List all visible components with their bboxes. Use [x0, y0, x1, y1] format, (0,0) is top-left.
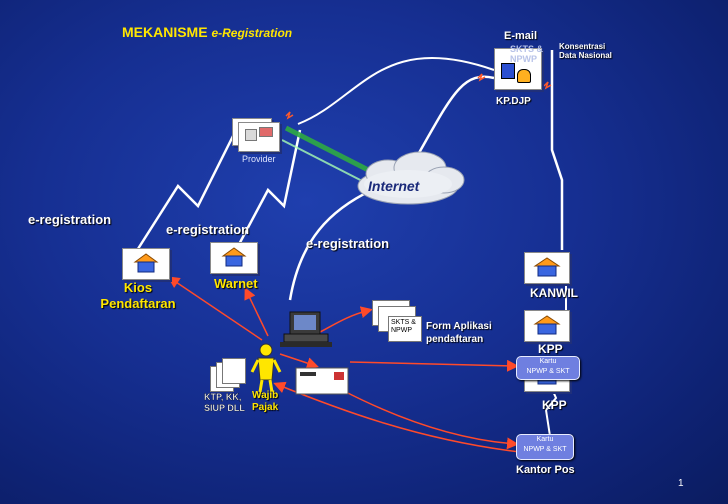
house-icon	[533, 257, 561, 277]
ktp-label: KTP, KK,SIUP DLL	[204, 392, 245, 413]
kios-box	[122, 248, 170, 280]
warnet-box	[210, 242, 258, 274]
vertical-line-djp-kpp	[550, 50, 564, 250]
green-beam	[284, 125, 382, 179]
database-icon	[501, 63, 515, 79]
spark-djp-left	[477, 73, 486, 82]
ereg-label-mid: e-registration	[166, 222, 250, 237]
green-beam-2	[281, 139, 373, 187]
spark-djp-right	[543, 81, 552, 90]
arrow-to-envelope	[279, 353, 319, 369]
email-label: E-mail	[504, 30, 538, 42]
kpdjp-label: KP.DJP	[496, 96, 531, 107]
kanwil-box	[524, 252, 570, 284]
cylinder-icon	[517, 69, 531, 83]
house-icon	[133, 253, 159, 273]
arrow-envelope-kpp	[349, 359, 519, 372]
provider-label: Provider	[242, 154, 276, 164]
kantor-pos-label: Kantor Pos	[516, 464, 575, 476]
envelope-icon	[295, 367, 349, 395]
page-number: 1	[678, 478, 684, 489]
ereg-label-left: e-registration	[28, 212, 112, 227]
internet-cloud	[357, 151, 465, 205]
title-sub: e-Registration	[211, 26, 293, 40]
lightning-left	[134, 129, 238, 253]
house-icon	[221, 247, 247, 267]
internet-label: Internet	[368, 178, 420, 194]
doc-paper-3	[222, 358, 246, 384]
warnet-label: Warnet	[214, 276, 258, 291]
provider-box-front	[238, 122, 280, 152]
kanwil-label: KANWIL	[530, 286, 578, 300]
title-main: MEKANISME	[122, 24, 208, 40]
server-icon	[245, 129, 257, 141]
skts-npwp-document: SKTS &NPWP	[388, 316, 422, 342]
house-icon	[533, 315, 561, 335]
arrow-envelope-pos	[341, 389, 519, 450]
spark-provider	[285, 111, 294, 120]
arrow-to-warnet	[244, 287, 269, 337]
ereg-label-right: e-registration	[306, 236, 390, 251]
person-icon	[250, 343, 282, 393]
kpdjp-server-box	[494, 48, 542, 90]
curve-warnet-internet	[288, 188, 373, 301]
page-title: MEKANISME e-Registration	[122, 24, 292, 40]
skts-ghost-text: SKTS &NPWP	[510, 44, 544, 64]
kpp-box-top	[524, 310, 570, 342]
computer-icon	[280, 311, 332, 347]
kpp-label-bottom: KPP	[542, 398, 567, 412]
curve-provider-djp	[297, 57, 495, 125]
curve-internet-djp	[406, 75, 495, 173]
arrow-to-kios	[167, 276, 263, 341]
kpp-label-top: KPP	[538, 342, 563, 356]
lightning-mid	[234, 129, 302, 251]
router-icon	[259, 127, 273, 137]
